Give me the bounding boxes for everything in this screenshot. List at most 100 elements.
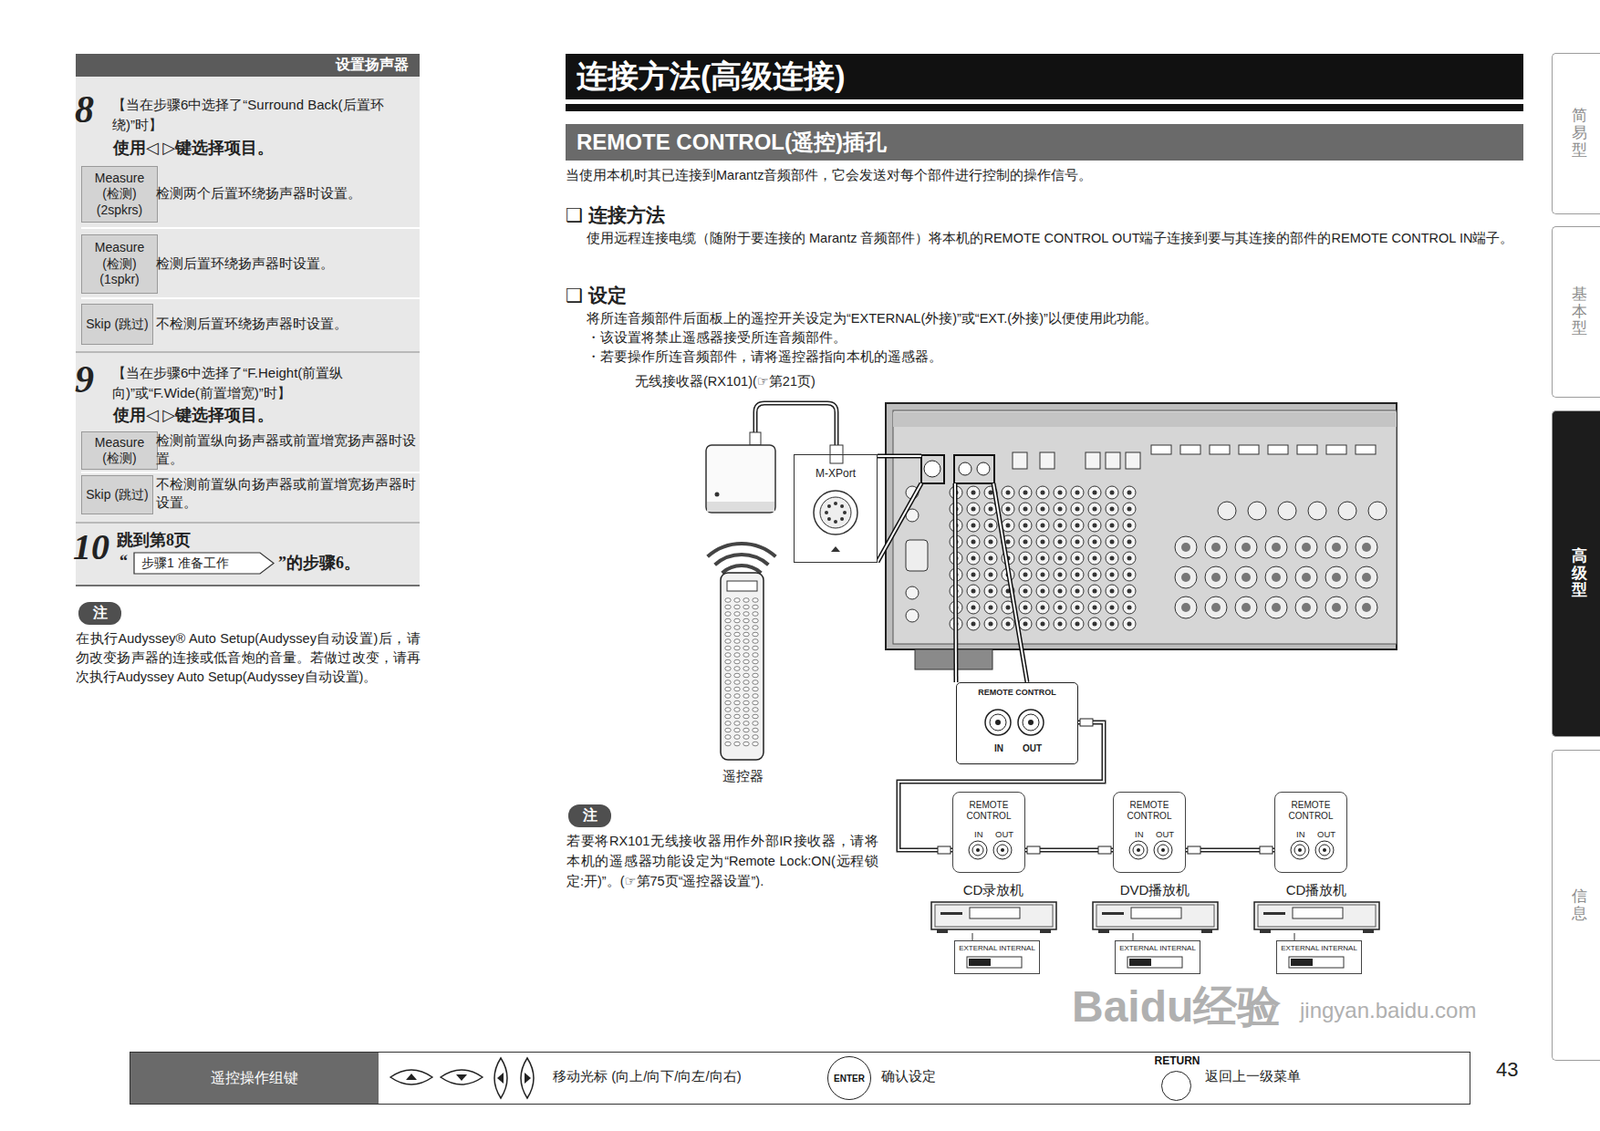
device-body — [931, 902, 1057, 930]
rca-jack-pin — [1000, 848, 1005, 852]
rca-jack — [1001, 486, 1015, 499]
watermark: Baidu经验 — [1071, 977, 1281, 1037]
rca-jack-pin — [1092, 523, 1098, 529]
remote-button — [725, 666, 731, 672]
body-text: 使用远程连接电缆（随附于要连接的 Marantz 音频部件）将本机的REMOTE… — [586, 228, 1524, 250]
rca-jack — [966, 584, 980, 598]
serial-port — [905, 540, 928, 572]
node-text: 返回上一级菜单 — [1205, 1068, 1301, 1086]
node-text: IN — [1296, 829, 1306, 840]
rca-jack — [1088, 502, 1102, 516]
device-tray — [1101, 912, 1124, 915]
rca-jack-pin — [971, 523, 977, 529]
node-text: Measure (检测) — [82, 435, 157, 468]
rca-jack-pin — [1058, 490, 1063, 496]
ir-wave — [707, 543, 777, 557]
mxport-box-ground — [793, 454, 878, 563]
din-pin — [827, 504, 832, 509]
remote-button — [743, 645, 749, 651]
remote-button — [725, 721, 731, 727]
rca-jack — [1088, 486, 1102, 499]
remote-button — [725, 735, 731, 740]
remote-body — [720, 572, 764, 760]
remote-button — [725, 700, 731, 706]
rca-jack — [1105, 486, 1119, 499]
remote-button — [752, 639, 759, 645]
rca-jack-pin — [971, 622, 977, 627]
rca-jack-pin — [1040, 556, 1046, 562]
rca-jack — [1036, 502, 1050, 516]
rca-jack-pin — [1023, 556, 1029, 562]
remote-button — [743, 604, 749, 610]
rca-jack — [966, 486, 980, 499]
remote-button — [752, 686, 759, 692]
rca-jack-pin — [1058, 540, 1063, 545]
speaker-terminal — [1338, 501, 1357, 520]
rca-jack — [984, 551, 998, 565]
option-description: 检测后置环绕扬声器时设置。 — [155, 255, 416, 273]
device-front — [1096, 904, 1215, 927]
remote-button — [752, 741, 759, 747]
switch-leader — [1132, 933, 1134, 941]
speaker-terminal — [1217, 501, 1237, 520]
side-tab: 高级型 — [1551, 410, 1600, 738]
remote-button — [743, 639, 749, 645]
up-arrow — [405, 1073, 417, 1081]
speaker-terminal — [1325, 596, 1348, 619]
rca-jack-pin — [1110, 572, 1115, 578]
hdmi-port — [1267, 445, 1289, 455]
remote-button — [725, 741, 731, 747]
rca-jack — [1105, 502, 1119, 516]
rca-jack-pin — [971, 507, 977, 512]
remote-button — [752, 653, 759, 658]
right-key — [520, 1058, 534, 1099]
din-pin — [827, 517, 832, 521]
rca-jack-pin — [1136, 848, 1141, 852]
arrow-box-shape — [134, 552, 274, 574]
receiver-body — [885, 403, 1397, 650]
device-foot — [1201, 929, 1213, 934]
remote-button — [725, 645, 731, 651]
port-symbol — [1039, 452, 1055, 469]
rca-jack — [1122, 519, 1136, 532]
rca-jack-pin — [971, 556, 977, 562]
return-key-circle: RETURN — [1161, 1070, 1192, 1102]
remote-button — [743, 707, 749, 713]
callout-frame — [954, 455, 995, 484]
remote-button — [734, 666, 740, 672]
cable-plug — [1187, 846, 1201, 854]
rca-jack-pin — [1006, 507, 1011, 512]
down-arrow — [456, 1074, 468, 1081]
rca-jack — [966, 551, 980, 565]
rca-jack-pin — [1127, 556, 1133, 562]
node-text: 设置扬声器 — [335, 55, 409, 75]
rca-jack — [1018, 486, 1032, 499]
speaker-terminal-core — [1361, 542, 1372, 552]
speaker-terminal — [1368, 501, 1387, 520]
rca-jack-pin — [1006, 490, 1011, 496]
rca-jack-pin — [1023, 605, 1029, 611]
title-band: 连接方法(高级连接) — [565, 53, 1524, 100]
remote-jack — [958, 462, 972, 476]
rca-jack — [1018, 584, 1032, 598]
node-text: IN — [1134, 829, 1144, 840]
rca-jack-pin — [1127, 540, 1133, 545]
node-text: REMOTE CONTROL — [956, 687, 1078, 697]
rca-jack — [1105, 617, 1119, 631]
cable-plug — [1259, 846, 1273, 854]
speaker-terminal — [1325, 536, 1348, 559]
hdmi-port — [1355, 445, 1376, 455]
remote-button — [725, 618, 731, 624]
rca-jack — [966, 617, 980, 631]
device-body — [1092, 902, 1218, 930]
rx101-body — [706, 445, 776, 513]
rca-jack — [1053, 617, 1067, 631]
rca-jack — [1036, 535, 1050, 549]
rca-jack — [984, 617, 998, 631]
speaker-terminal-core — [1271, 602, 1281, 613]
callout-line — [993, 483, 1028, 683]
rca-jack — [984, 568, 998, 582]
speaker-terminal — [1355, 596, 1378, 619]
remote-button — [734, 625, 740, 631]
speaker-terminal-core — [1301, 602, 1311, 613]
